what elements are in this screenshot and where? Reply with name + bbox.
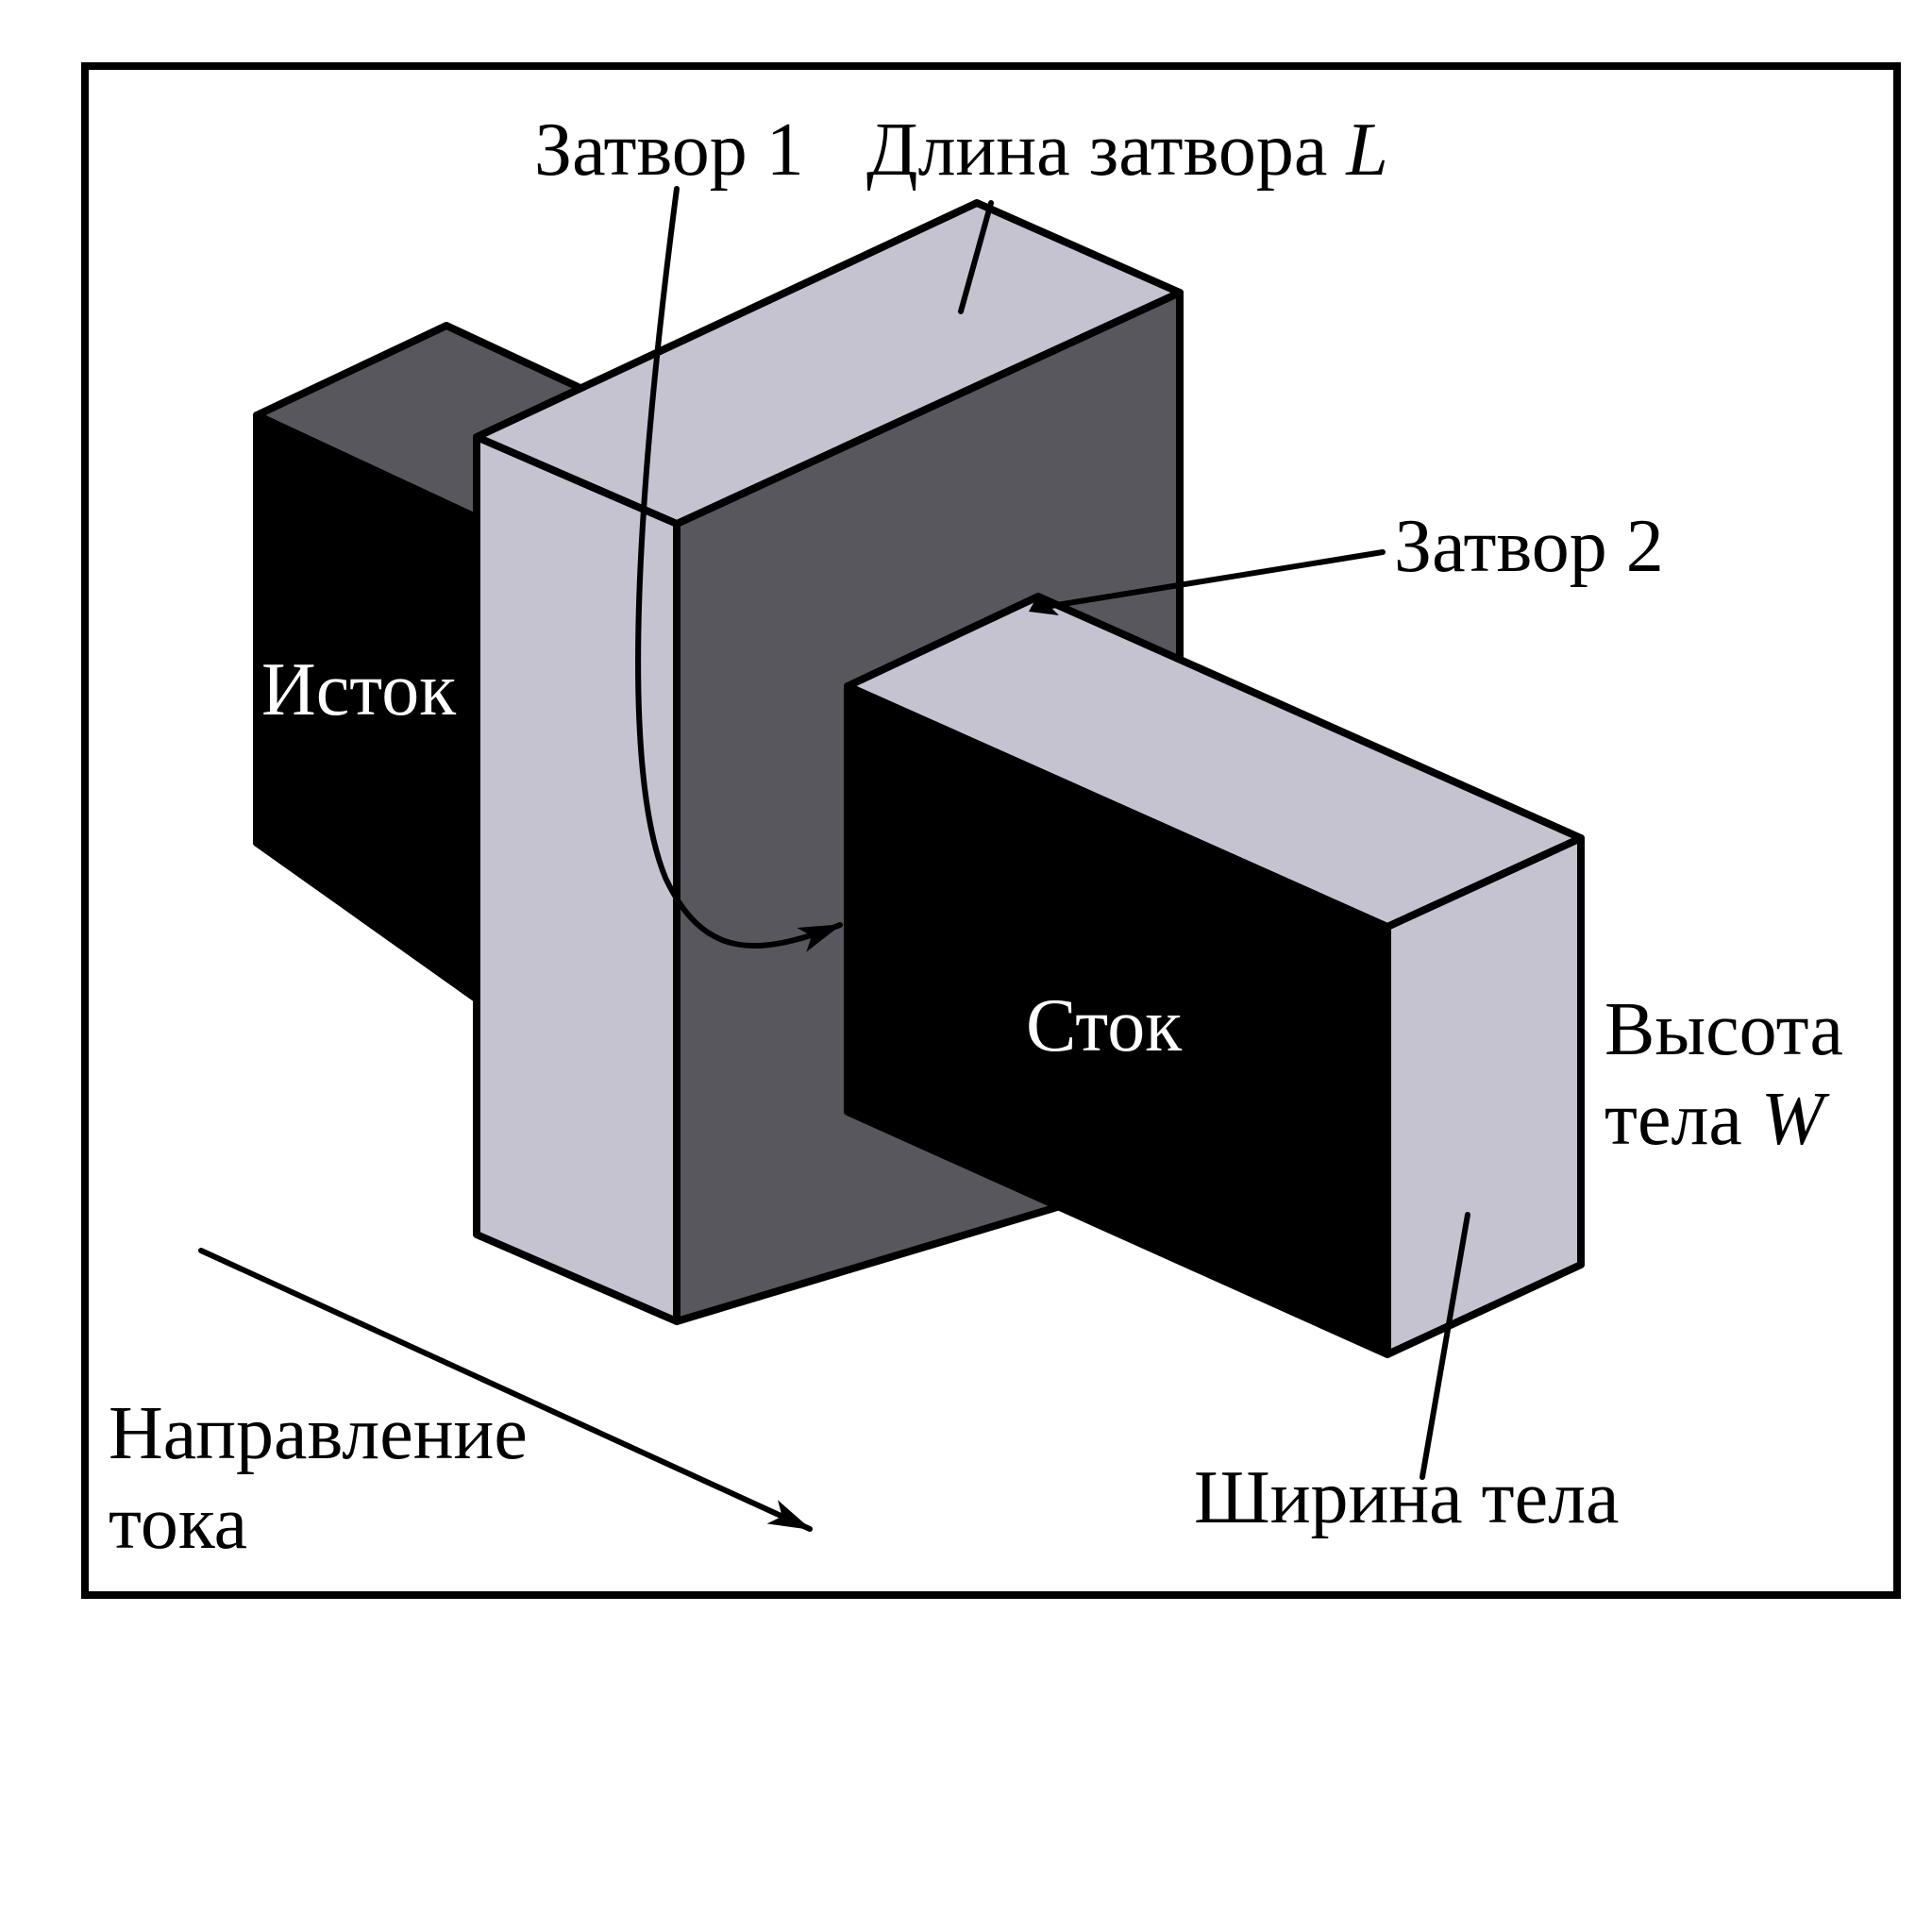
gate1-leader-curve bbox=[635, 186, 843, 952]
source-label: Исток bbox=[261, 648, 456, 731]
current-direction-label-line1: Направление bbox=[109, 1392, 528, 1475]
current-direction-arrow bbox=[198, 1248, 813, 1532]
body-width-leader bbox=[1420, 1212, 1470, 1480]
gate-front-face bbox=[473, 433, 680, 1325]
drain-label: Сток bbox=[1026, 984, 1182, 1067]
gate2-arrow-tip bbox=[1029, 595, 1059, 615]
gate-length-label: Длина затвора L bbox=[866, 109, 1388, 192]
gate2-label: Затвор 2 bbox=[1394, 505, 1664, 588]
current-direction-label-line2: тока bbox=[109, 1482, 247, 1565]
gate-length-leader bbox=[958, 200, 994, 314]
drain-side-face bbox=[1384, 834, 1585, 1358]
figure-frame bbox=[81, 62, 1901, 1599]
gate2-leader bbox=[1031, 549, 1386, 612]
gate-block bbox=[473, 199, 1184, 1325]
body-width-label: Ширина тела bbox=[1194, 1456, 1620, 1539]
body-height-label-line2: тела W bbox=[1604, 1078, 1830, 1161]
body-height-label-line1: Высота bbox=[1604, 988, 1843, 1071]
drain-block bbox=[844, 593, 1585, 1358]
gate1-label: Затвор 1 bbox=[534, 109, 804, 192]
